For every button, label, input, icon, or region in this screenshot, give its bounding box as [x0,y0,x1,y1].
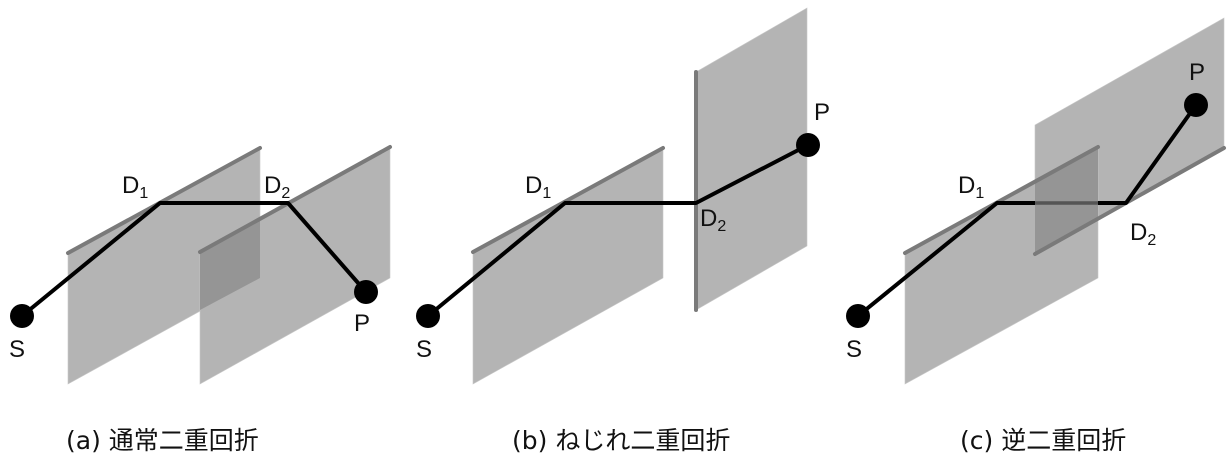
panel-c-screen-1-top-edge [903,145,1100,255]
panel-c-ray-path-back [1098,103,1198,205]
panel-c: D1 D2 S P (c) 逆二重回折 [846,17,1226,455]
panel-b-source-label: S [416,336,432,363]
panel-b-caption: (b) ねじれ二重回折 [512,426,730,455]
panel-a-source-point [10,304,34,328]
panel-c-d1-label: D1 [958,172,984,202]
panel-b: D1 D2 S P (b) ねじれ二重回折 [416,7,830,455]
panel-a-d1-label: D1 [122,172,148,202]
panel-b-receiver-point [796,133,820,157]
panel-c-source-label: S [846,336,862,363]
panel-a-receiver-point [354,280,378,304]
panel-c-caption: (c) 逆二重回折 [960,426,1126,455]
panel-a-screen-overlap [200,219,260,310]
panel-a-source-label: S [9,336,25,363]
panel-b-d1-label: D1 [525,172,551,202]
panel-a: D1 D2 S P (a) 通常二重回折 [9,145,392,455]
panel-c-receiver-label: P [1189,59,1205,86]
panel-a-caption: (a) 通常二重回折 [66,426,259,455]
panel-b-receiver-label: P [814,99,830,126]
panel-b-ray-path [426,143,809,318]
panel-b-d2-label: D2 [700,205,726,235]
panel-c-receiver-point [1184,93,1208,117]
panel-a-ray-path [20,201,368,318]
panel-c-ray-path-front [856,201,1035,318]
panel-a-receiver-label: P [354,310,370,337]
panel-b-screen-1 [472,147,664,385]
panel-b-screen-2 [695,7,808,311]
panel-a-screen-1-top-edge [66,146,262,255]
panel-c-d2-label: D2 [1130,219,1156,249]
panel-b-source-point [416,304,440,328]
panel-a-screen-2-top-edge [198,145,392,254]
panel-a-d2-label: D2 [264,172,290,202]
panel-c-source-point [846,304,870,328]
panel-b-screen-1-top-edge [471,146,665,254]
